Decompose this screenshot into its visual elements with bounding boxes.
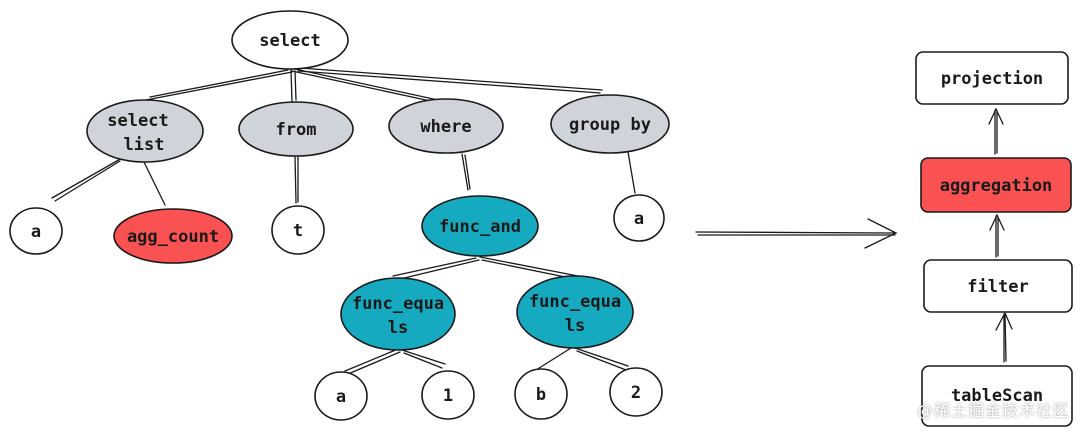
node-select-list-label-line2: list xyxy=(124,135,165,155)
node-func-and: func_and xyxy=(421,195,539,257)
edge-funcand-eq2 xyxy=(479,256,579,280)
node-t-table: t xyxy=(271,205,325,255)
plan-aggregation: aggregation xyxy=(920,157,1072,213)
node-a-column: a xyxy=(9,207,63,255)
node-func-equals-1: func_equa ls xyxy=(340,277,456,351)
node-func-equals-1-label-line1: func_equa xyxy=(352,294,444,314)
node-eq1-a: a xyxy=(314,371,368,421)
plan-aggregation-label: aggregation xyxy=(940,176,1053,196)
edge-eq2-2 xyxy=(574,347,629,371)
node-from-label: from xyxy=(276,120,317,140)
node-group-by-a-label: a xyxy=(634,209,644,229)
node-where: where xyxy=(388,98,504,154)
node-func-equals-1-label-line2: ls xyxy=(388,318,408,338)
edge-funcand-eq1 xyxy=(392,257,480,281)
node-func-equals-2-label-line1: func_equa xyxy=(529,292,621,312)
arrow-filter-aggregation xyxy=(989,213,1005,258)
node-where-label: where xyxy=(420,117,471,137)
node-group-by-label: group by xyxy=(569,115,651,135)
plan-arrows xyxy=(988,107,1013,363)
edge-select-where xyxy=(291,68,439,103)
watermark: @稀土掘金技术社区 xyxy=(916,401,1070,420)
node-group-by: group by xyxy=(550,94,670,154)
node-agg-count: agg_count xyxy=(113,208,233,264)
node-eq1-1: 1 xyxy=(421,370,475,420)
arrow-aggregation-projection xyxy=(988,107,1004,155)
plan-filter-label: filter xyxy=(967,277,1028,297)
edge-where-funcand xyxy=(461,153,471,191)
edge-eq1-a xyxy=(344,348,401,375)
node-eq2-2: 2 xyxy=(609,367,663,417)
node-eq1-a-label: a xyxy=(336,387,346,407)
node-group-by-a: a xyxy=(613,194,665,242)
edge-select-selectlist xyxy=(145,69,293,101)
node-func-and-label: func_and xyxy=(439,217,521,237)
node-func-equals-2: func_equa ls xyxy=(516,275,634,349)
node-func-equals-2-label-line2: ls xyxy=(565,316,585,336)
node-select: select xyxy=(231,10,349,70)
edge-eq2-b xyxy=(535,347,572,371)
node-eq2-b-label: b xyxy=(536,385,546,405)
edge-selectlist-a xyxy=(51,157,123,202)
plan-projection-label: projection xyxy=(941,69,1043,89)
transform-arrow xyxy=(695,218,898,249)
node-select-list-label-line1: select xyxy=(107,111,168,131)
edge-groupby-a xyxy=(627,151,636,194)
node-agg-count-label: agg_count xyxy=(127,227,219,247)
node-select-label: select xyxy=(259,31,320,51)
arrow-tablescan-filter xyxy=(995,311,1013,363)
edge-eq1-1 xyxy=(401,349,446,369)
plan-table-scan: tableScan xyxy=(921,365,1073,427)
plan-projection: projection xyxy=(915,51,1069,105)
plan-table-scan-label: tableScan xyxy=(951,386,1043,406)
node-eq2-b: b xyxy=(514,368,568,420)
tree-edges xyxy=(51,67,636,375)
edge-from-t xyxy=(294,155,299,204)
node-t-table-label: t xyxy=(293,221,303,241)
node-select-list: select list xyxy=(86,99,204,163)
edge-select-groupby xyxy=(297,67,603,94)
node-from: from xyxy=(238,101,354,157)
node-eq1-1-label: 1 xyxy=(443,386,453,406)
edge-select-from xyxy=(290,69,297,103)
node-eq2-2-label: 2 xyxy=(631,383,641,403)
plan-filter: filter xyxy=(923,259,1073,313)
edge-selectlist-aggcount xyxy=(142,159,166,206)
node-a-column-label: a xyxy=(31,222,41,242)
